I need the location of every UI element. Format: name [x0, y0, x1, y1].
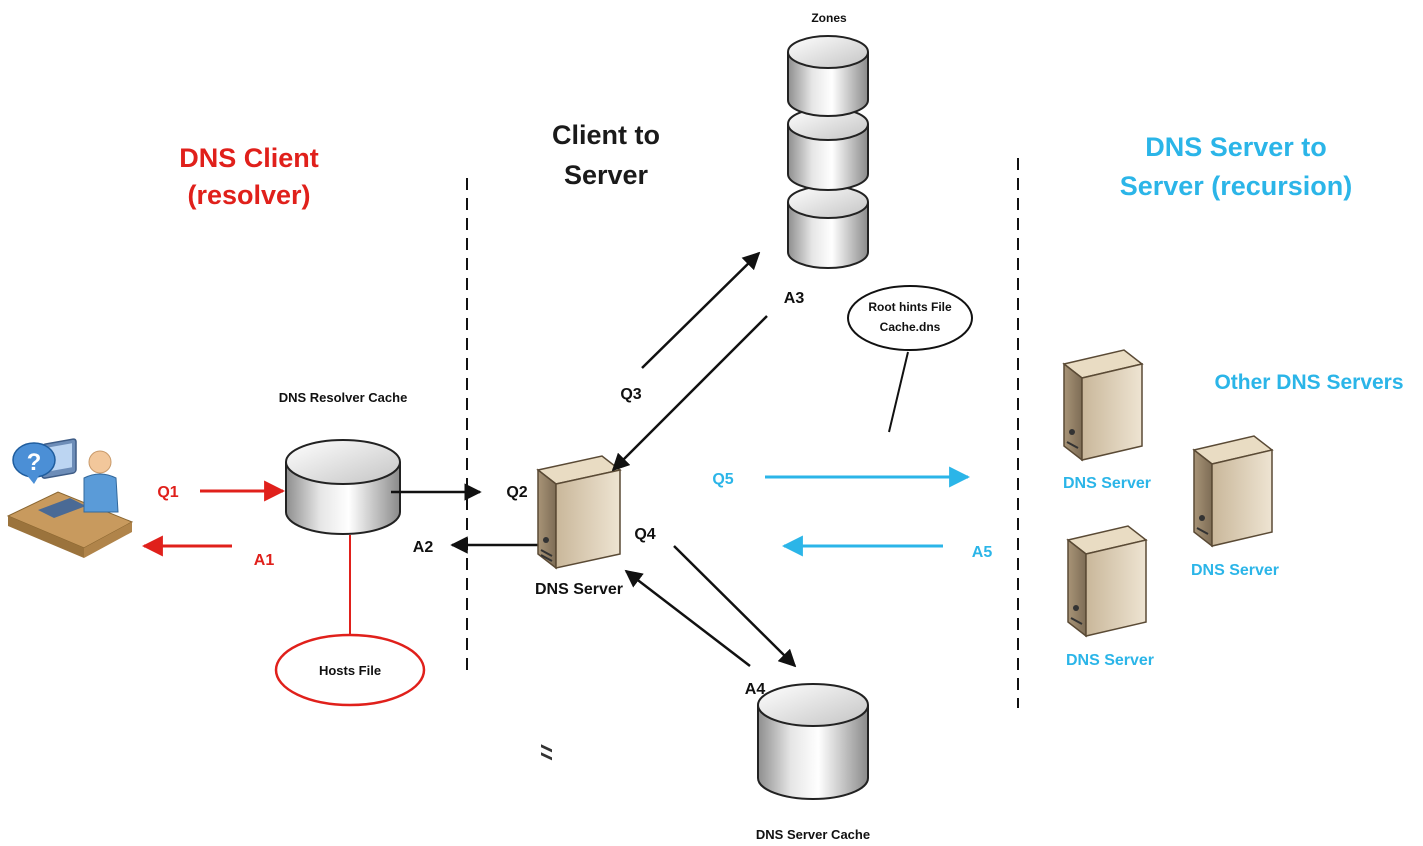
q5-label: Q5 — [712, 471, 733, 488]
dns-server-cache-icon — [757, 683, 869, 800]
zones-label: Zones — [811, 11, 847, 25]
hosts-file-label: Hosts File — [319, 663, 381, 678]
recursion-heading-line1: DNS Server to — [1145, 132, 1327, 162]
a2-label: A2 — [413, 539, 434, 556]
client-heading-line2: (resolver) — [187, 180, 310, 210]
resolver-cache-label: DNS Resolver Cache — [279, 390, 408, 405]
recursion-heading-line2: Server (recursion) — [1120, 171, 1353, 201]
a3-label: A3 — [784, 290, 805, 307]
client-heading-line1: DNS Client — [179, 143, 319, 173]
remote-dns-server-icon-2 — [1192, 435, 1274, 548]
q2-label: Q2 — [506, 484, 527, 501]
dns-server-cache-label: DNS Server Cache — [756, 827, 870, 842]
remote-dns-server-icon-3 — [1066, 525, 1148, 638]
q1-label: Q1 — [157, 484, 178, 501]
a1-label: A1 — [254, 552, 275, 569]
dns-resolver-cache-icon — [285, 439, 401, 535]
hosts-file-bubble — [274, 633, 426, 707]
q4-arrow — [673, 545, 797, 668]
other-dns-servers-label: Other DNS Servers — [1214, 371, 1403, 394]
dns-server-icon — [536, 455, 622, 761]
zones-database-icon — [787, 35, 869, 269]
a3-arrow — [611, 315, 768, 472]
remote-dns-server-icon-1 — [1062, 349, 1144, 462]
user-at-computer-icon: ? — [6, 438, 134, 558]
svg-text:?: ? — [27, 449, 42, 476]
root-hints-label-line1: Root hints File — [868, 300, 952, 314]
client-to-server-heading-line2: Server — [564, 160, 649, 190]
a4-label: A4 — [745, 681, 766, 698]
q3-arrow — [641, 251, 761, 369]
root-hints-bubble — [847, 285, 973, 351]
client-to-server-heading-line1: Client to — [552, 120, 660, 150]
q4-label: Q4 — [634, 526, 655, 543]
remote-dns-server-label-3: DNS Server — [1066, 652, 1154, 669]
a4-arrow — [624, 569, 751, 667]
remote-dns-server-label-1: DNS Server — [1063, 475, 1151, 492]
remote-dns-server-label-2: DNS Server — [1191, 562, 1279, 579]
a5-label: A5 — [972, 544, 993, 561]
root-hints-label-line2: Cache.dns — [880, 320, 941, 334]
root-hints-connector — [888, 351, 909, 433]
q3-label: Q3 — [620, 386, 641, 403]
dns-server-label: DNS Server — [535, 581, 623, 598]
